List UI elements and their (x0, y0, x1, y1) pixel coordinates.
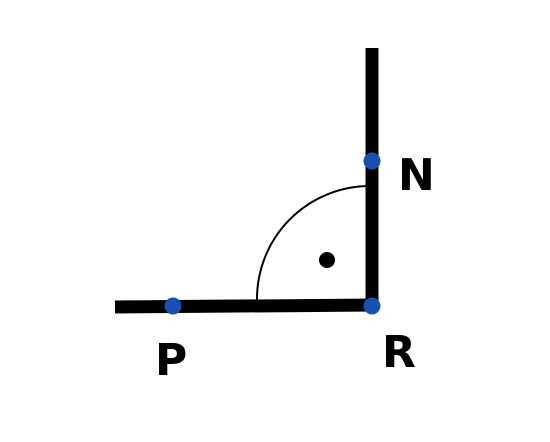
label-P: P (155, 335, 187, 386)
ray-RP (114, 298, 379, 314)
point-R (363, 297, 381, 315)
label-R: R (382, 327, 416, 378)
point-N (363, 152, 381, 170)
angle-arc (255, 185, 371, 301)
label-N: N (398, 150, 435, 201)
right-angle-dot (319, 252, 335, 268)
point-P (164, 297, 182, 315)
